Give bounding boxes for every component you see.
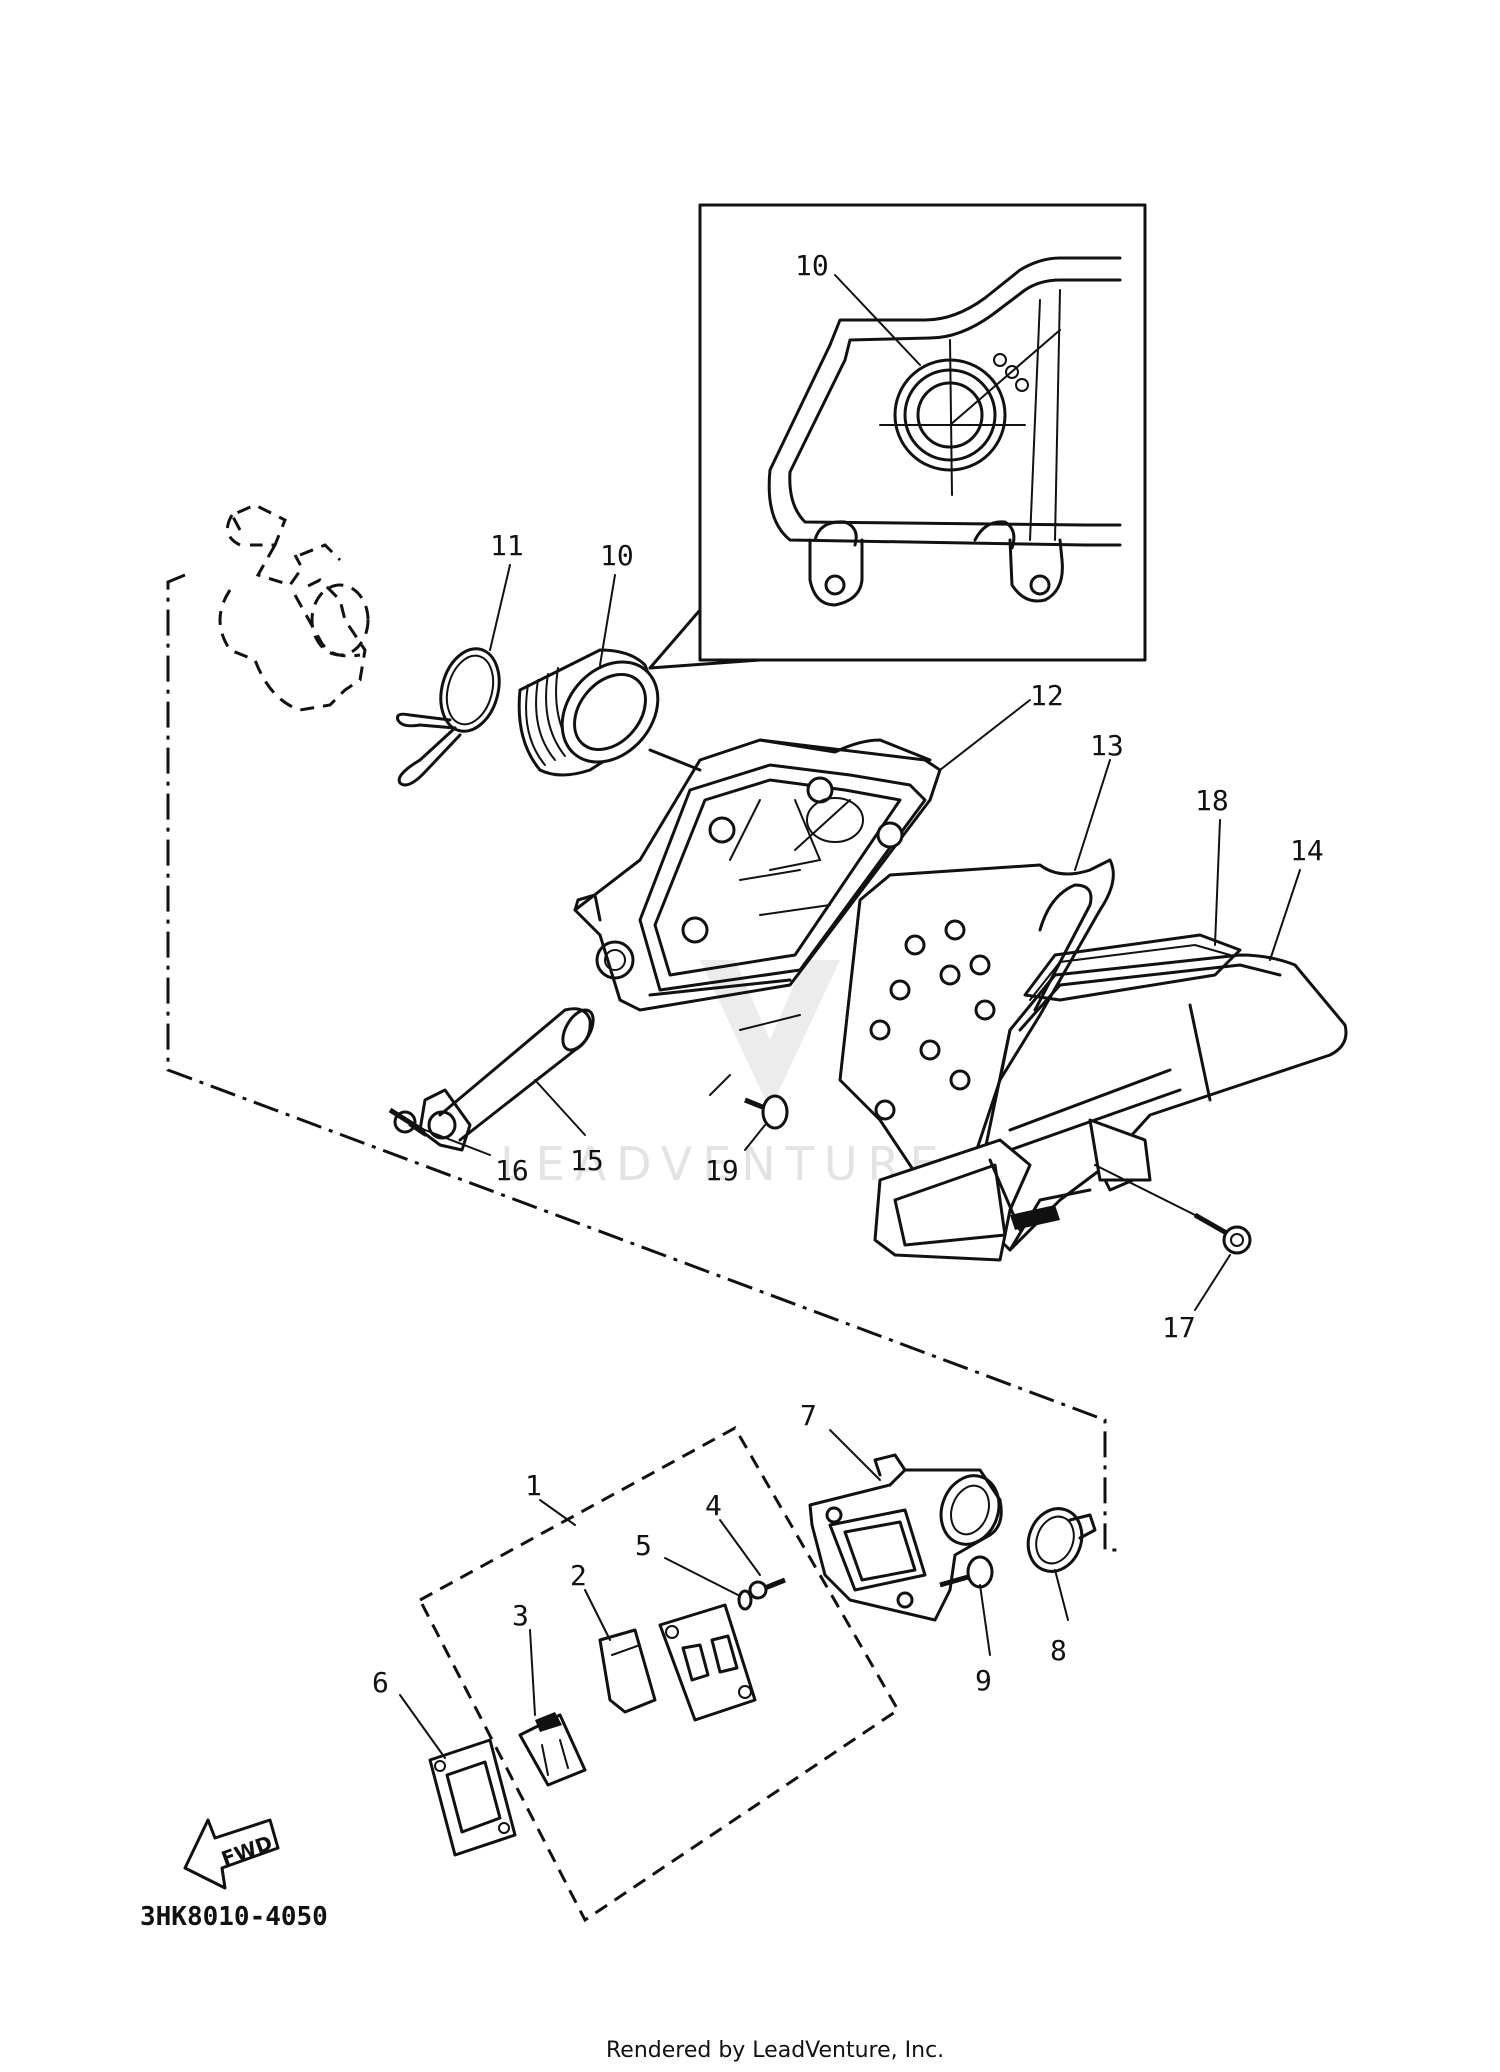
part-6-gasket [428, 1738, 517, 1857]
part-15-tube [418, 1007, 595, 1152]
part-14-cover [873, 953, 1348, 1262]
fwd-arrow-icon: FWD [183, 1818, 280, 1890]
part-9-screw [939, 1555, 994, 1589]
part-7-manifold [808, 1453, 1003, 1622]
leader-18 [1214, 819, 1221, 946]
leader-12 [939, 699, 1031, 771]
part-8-clamp [1026, 1507, 1097, 1573]
part-10-joint [517, 648, 660, 777]
leader-17 [1194, 1254, 1231, 1311]
callout-16: 16 [495, 1154, 529, 1187]
part-17-screw [1193, 1212, 1252, 1255]
leader-1 [539, 1499, 576, 1526]
callout-18: 18 [1195, 784, 1229, 817]
leader-19-bracket [709, 1014, 801, 1096]
callout-13: 13 [1090, 729, 1124, 762]
leader-5 [664, 1557, 739, 1596]
callout-15: 15 [570, 1144, 604, 1177]
callout-19: 19 [705, 1154, 739, 1187]
leader-17-path [1094, 1164, 1196, 1216]
leader-4 [719, 1519, 761, 1576]
leader-15 [534, 1079, 586, 1136]
callout-1: 1 [525, 1469, 542, 1502]
detail-inset-box [648, 203, 1147, 670]
leader-7 [829, 1429, 881, 1481]
part-19-screw [744, 1094, 789, 1130]
diagram-code: 3HK8010-4050 [140, 1902, 328, 1932]
part-12-air-filter-case [573, 738, 942, 1012]
reed-valve-assembly-box [417, 1425, 901, 1923]
part-3-stopper [518, 1712, 587, 1787]
part-5-washer [737, 1589, 753, 1611]
leader-14 [1269, 869, 1301, 961]
part-11-clamp [396, 647, 501, 787]
callout-9: 9 [975, 1664, 992, 1697]
callout-4: 4 [705, 1489, 722, 1522]
callout-2: 2 [570, 1559, 587, 1592]
callout-8: 8 [1050, 1634, 1067, 1667]
part-16-screw [388, 1107, 427, 1137]
leader-6 [399, 1694, 446, 1759]
part-13-filter-element [838, 858, 1115, 1215]
watermark: LEADVENTURE [500, 960, 949, 1191]
callout-17: 17 [1162, 1311, 1196, 1344]
leader-10 [599, 574, 616, 666]
leader-10-detail [834, 274, 921, 366]
leader-16 [424, 1129, 491, 1156]
leader-11 [489, 564, 511, 651]
callout-5: 5 [635, 1529, 652, 1562]
assembly-line [166, 573, 1120, 1552]
leader-19 [744, 1124, 766, 1151]
leader-8 [1054, 1569, 1069, 1621]
callout-6: 6 [372, 1666, 389, 1699]
leader-3 [529, 1629, 536, 1716]
carburetor-outline [218, 503, 370, 712]
leader-2 [584, 1589, 611, 1641]
reed-valve-plate [658, 1603, 757, 1722]
part-18-gasket [1023, 933, 1242, 1002]
callout-3: 3 [512, 1599, 529, 1632]
callout-11: 11 [490, 529, 524, 562]
callout-10: 10 [600, 539, 634, 572]
callout-12: 12 [1030, 679, 1064, 712]
part-2-reed [598, 1628, 657, 1714]
callout-10-detail: 10 [795, 249, 829, 282]
callout-7: 7 [800, 1399, 817, 1432]
leader-13 [1074, 759, 1111, 871]
callout-14: 14 [1290, 834, 1324, 867]
leader-9 [979, 1584, 991, 1656]
part-4-screw [748, 1577, 786, 1600]
watermark-text: LEADVENTURE [500, 1137, 949, 1191]
footer-credit: Rendered by LeadVenture, Inc. [606, 2038, 944, 2063]
detail-housing-drawing [767, 256, 1122, 607]
